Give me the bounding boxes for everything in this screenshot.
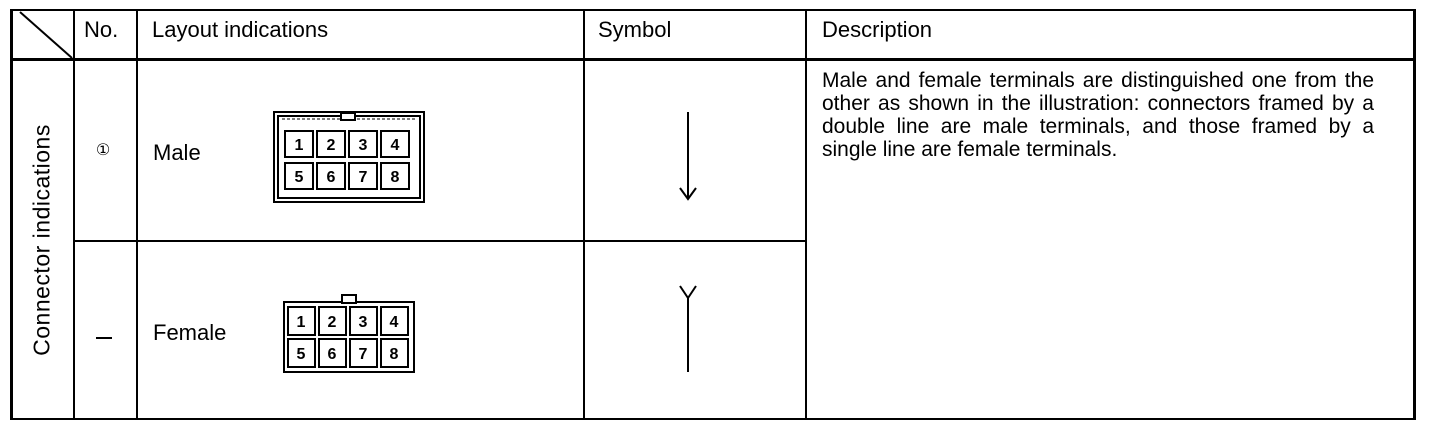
male-pin-1: 1 (295, 137, 304, 154)
male-pin-2: 2 (327, 137, 336, 154)
row-group-label: Connector indications (10, 62, 74, 418)
fork-terminal-icon (679, 285, 697, 372)
arrow-down-icon (679, 112, 697, 201)
header-description: Description (822, 17, 933, 42)
male-connector-icon: 1 2 3 4 5 6 7 8 (273, 111, 425, 203)
column-divider-layout (136, 9, 138, 420)
female-pin-8: 8 (390, 346, 399, 363)
female-pin-6: 6 (328, 346, 337, 363)
table-bottom-border (10, 418, 1415, 420)
male-pin-4: 4 (391, 137, 400, 154)
header-bottom-border (10, 58, 1415, 61)
column-divider-symbol (583, 9, 585, 420)
table-left-border (10, 9, 13, 420)
row-divider (74, 240, 807, 242)
male-pin-3: 3 (359, 137, 368, 154)
female-connector-icon: 1 2 3 4 5 6 7 8 (283, 294, 415, 373)
column-divider-description (805, 9, 807, 420)
female-pin-7: 7 (359, 346, 368, 363)
table-right-border (1413, 9, 1416, 420)
header-symbol: Symbol (598, 17, 672, 42)
row-group-label-text: Connector indications (28, 124, 55, 356)
label-male: Male (153, 140, 201, 165)
female-pin-2: 2 (328, 314, 337, 331)
male-pin-7: 7 (359, 169, 368, 186)
description-text: Male and female terminals are distinguis… (822, 69, 1374, 161)
female-pin-3: 3 (359, 314, 368, 331)
male-pin-5: 5 (295, 169, 304, 186)
female-pin-4: 4 (390, 314, 399, 331)
male-pin-8: 8 (391, 169, 400, 186)
female-pin-5: 5 (297, 346, 306, 363)
corner-diagonal (19, 11, 73, 59)
row-number-dash (96, 337, 112, 339)
label-female: Female (153, 320, 227, 345)
header-no: No. (84, 17, 119, 42)
header-layout-indications: Layout indications (152, 17, 329, 42)
table-top-border (10, 9, 1415, 11)
row-number-circled: ① (95, 142, 111, 159)
female-pin-1: 1 (297, 314, 306, 331)
male-pin-6: 6 (327, 169, 336, 186)
column-divider-no (73, 9, 75, 420)
